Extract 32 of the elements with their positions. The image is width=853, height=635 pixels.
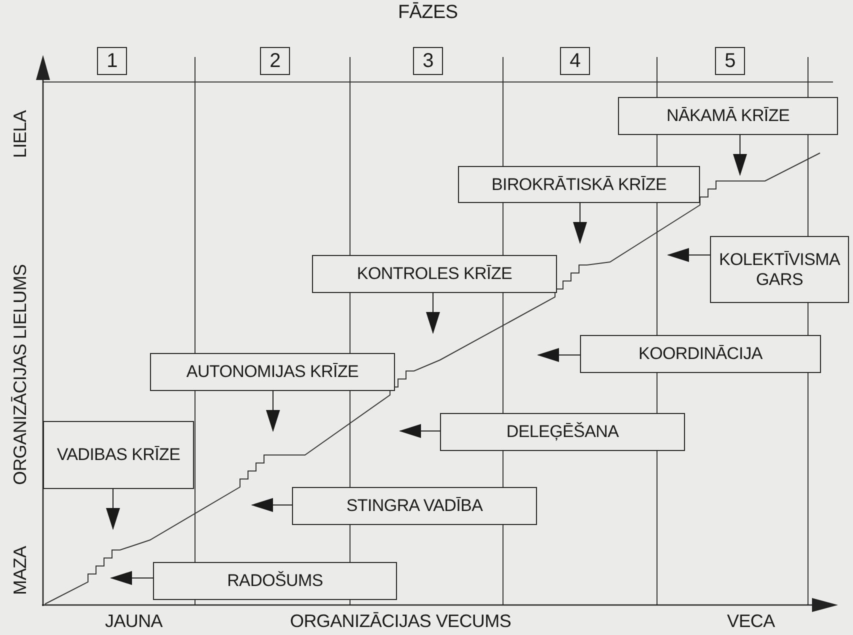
phase-number-box: 2 <box>260 47 290 75</box>
stage-box: DELEĢĒŠANA <box>440 413 685 451</box>
arrow <box>266 390 280 432</box>
arrow <box>537 348 580 362</box>
arrow <box>733 134 747 176</box>
phase-number-box: 1 <box>97 47 127 75</box>
axis-label: JAUNA <box>105 611 163 632</box>
stage-box: NĀKAMĀ KRĪZE <box>618 97 838 135</box>
axis-label: VECA <box>727 611 775 632</box>
stage-box: STINGRA VADĪBA <box>292 487 537 525</box>
arrow <box>110 571 154 585</box>
axis-label: MAZA <box>10 546 31 595</box>
phase-number-box: 5 <box>715 47 745 75</box>
stage-box: RADOŠUMS <box>153 562 397 600</box>
arrow <box>573 202 587 244</box>
stage-box: KOORDINĀCIJA <box>580 335 821 373</box>
phase-number-box: 3 <box>413 47 443 75</box>
stage-box: BIROKRĀTISKĀ KRĪZE <box>458 166 700 203</box>
arrow <box>251 498 292 512</box>
arrow <box>667 248 710 262</box>
arrow <box>106 488 120 530</box>
stage-box: KONTROLES KRĪZE <box>312 255 557 293</box>
stage-box: KOLEKTĪVISMA GARS <box>710 236 849 303</box>
axis-title: ORGANIZĀCIJAS VECUMS <box>290 611 512 632</box>
arrow <box>399 424 440 438</box>
axis-title: ORGANIZĀCIJAS LIELUMS <box>10 264 31 485</box>
stage-box: VADIBAS KRĪZE <box>43 421 194 489</box>
arrow <box>426 292 440 334</box>
axis-label: LIELA <box>10 110 31 158</box>
stage-box: AUTONOMIJAS KRĪZE <box>150 353 395 391</box>
heading: FĀZES <box>398 2 458 24</box>
phase-number-box: 4 <box>560 47 590 75</box>
